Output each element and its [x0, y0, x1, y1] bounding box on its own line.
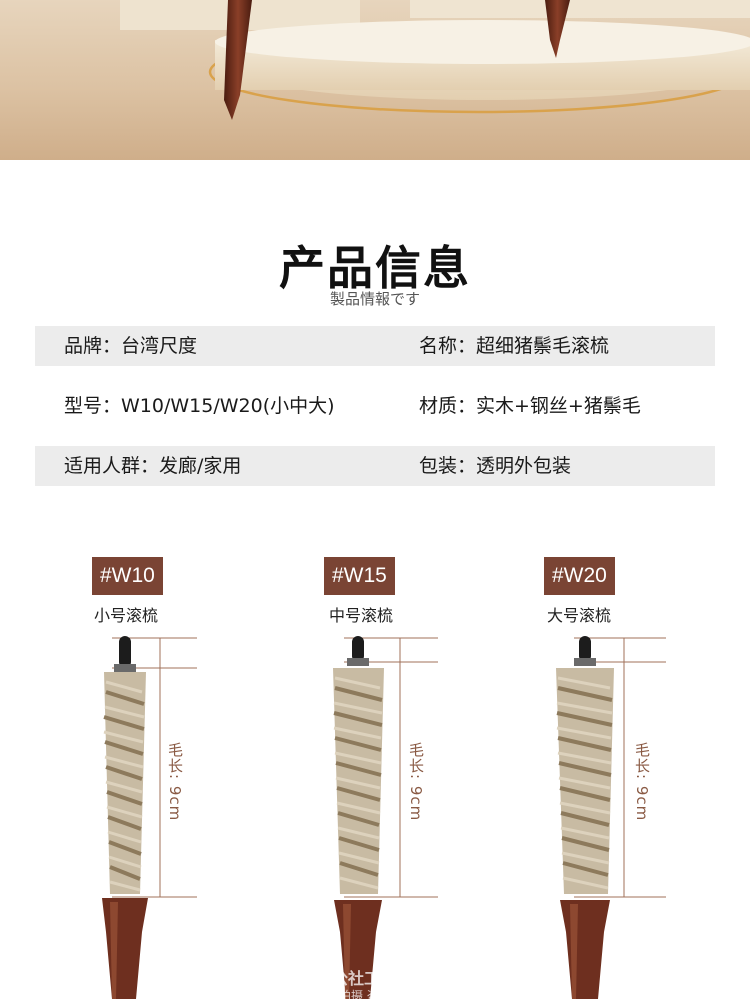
model-badge: #W15 [324, 557, 395, 595]
bristle-length-label: 毛长: 9cm [166, 742, 184, 822]
hero-photo [0, 0, 750, 160]
info-model: 型号：W10/W15/W20(小中大) [64, 395, 335, 417]
product-w15: #W15 中号滚梳 毛长: 9cm [324, 557, 514, 999]
bristle-length-label: 毛长: 9cm [633, 742, 651, 822]
product-w20: #W20 大号滚梳 毛长: 9cm [544, 557, 734, 999]
roller-brush-image [333, 636, 438, 999]
roller-brush-image [556, 636, 666, 999]
info-material: 材质：实木+钢丝+猪鬃毛 [419, 395, 641, 417]
model-badge: #W20 [544, 557, 615, 595]
info-row-audience: 适用人群：发廊/家用 包装：透明外包装 [35, 446, 715, 486]
model-caption: 大号滚梳 [547, 606, 612, 625]
info-packaging: 包装：透明外包装 [419, 455, 572, 477]
pedestal-illustration [120, 0, 750, 120]
product-w10: #W10 小号滚梳 毛长: 9cm [92, 557, 282, 999]
roller-brush-image [102, 636, 197, 999]
watermark-line1: 株式公社工具店 [300, 969, 413, 988]
info-name: 名称：超细猪鬃毛滚梳 [419, 335, 610, 357]
model-caption: 小号滚梳 [94, 606, 159, 625]
model-badge: #W10 [92, 557, 163, 595]
info-row-model: 型号：W10/W15/W20(小中大) 材质：实木+钢丝+猪鬃毛 [35, 386, 715, 426]
watermark: 株式公社工具店 实物拍摄 盗图必究 [300, 965, 415, 1004]
watermark-line2: 实物拍摄 盗图必究 [315, 989, 415, 1003]
section-title: 产品信息 [279, 241, 471, 295]
info-row-brand: 品牌：台湾尺度 名称：超细猪鬃毛滚梳 [35, 326, 715, 366]
info-brand: 品牌：台湾尺度 [64, 335, 198, 357]
info-audience: 适用人群：发廊/家用 [64, 455, 242, 477]
bristle-length-label: 毛长: 9cm [407, 742, 425, 822]
model-caption: 中号滚梳 [329, 606, 394, 625]
section-subtitle: 製品情報です [329, 290, 420, 308]
